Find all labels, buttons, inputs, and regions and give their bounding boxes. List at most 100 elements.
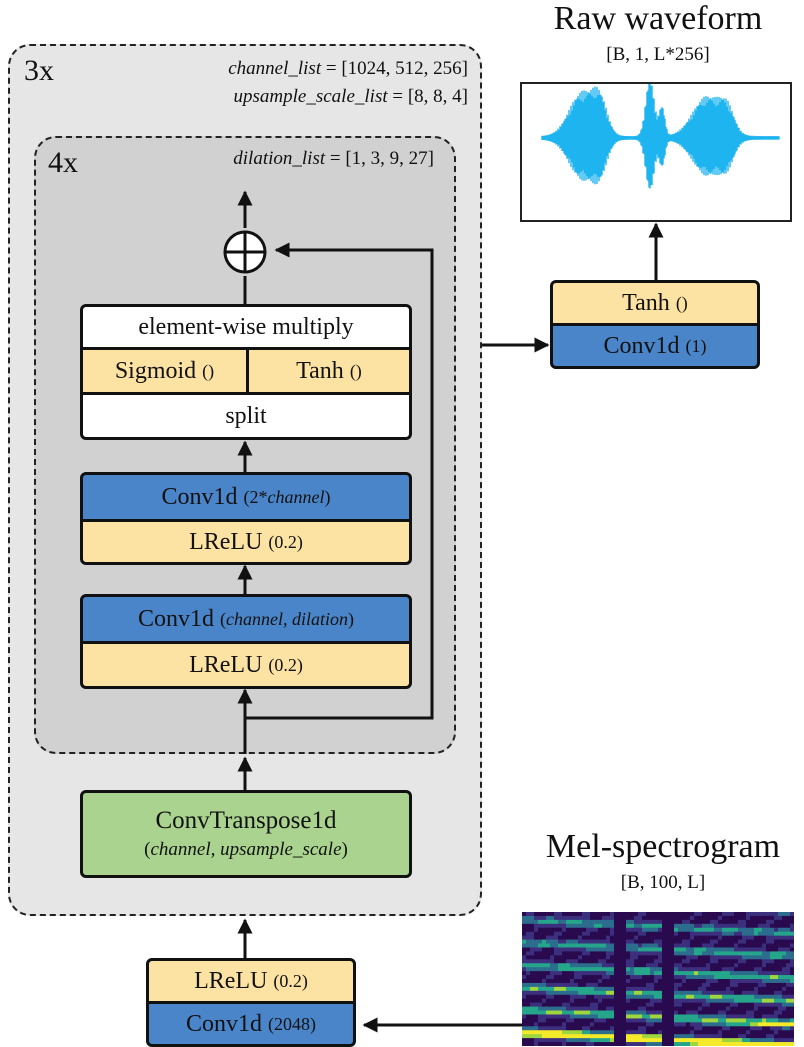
spectrogram-cell bbox=[642, 971, 647, 976]
spectrogram-cell bbox=[546, 1026, 551, 1031]
spectrogram-cell bbox=[562, 951, 567, 956]
spectrogram-cell bbox=[566, 927, 571, 933]
spectrogram-cell bbox=[630, 1010, 635, 1015]
spectrogram-cell bbox=[762, 1034, 767, 1039]
spectrogram-cell bbox=[706, 1018, 711, 1023]
spectrogram-cell bbox=[550, 912, 555, 917]
spectrogram-cell bbox=[598, 986, 603, 992]
spectrogram-cell bbox=[650, 1034, 655, 1039]
spectrogram-cell bbox=[554, 959, 559, 964]
spectrogram-cell bbox=[770, 990, 775, 996]
spectrogram-cell bbox=[570, 1042, 575, 1046]
spectrogram-cell bbox=[630, 971, 635, 976]
spectrogram-cell bbox=[746, 979, 751, 984]
spectrogram-cell bbox=[694, 986, 699, 992]
spectrogram-cell bbox=[598, 923, 603, 929]
spectrogram-cell bbox=[538, 979, 543, 984]
spectrogram-cell bbox=[762, 1030, 767, 1035]
spectrogram-cell bbox=[586, 919, 591, 925]
spectrogram-cell bbox=[754, 1042, 759, 1046]
spectrogram-cell bbox=[626, 975, 631, 980]
spectrogram-cell bbox=[642, 927, 647, 933]
spectrogram-cell bbox=[774, 927, 779, 933]
spectrogram-cell bbox=[602, 912, 607, 917]
spectrogram-cell bbox=[554, 963, 559, 968]
spectrogram-cell bbox=[574, 986, 579, 992]
spectrogram-cell bbox=[658, 923, 663, 929]
spectrogram-cell bbox=[618, 1026, 623, 1031]
spectrogram-cell bbox=[638, 955, 643, 960]
spectrogram-cell bbox=[758, 986, 763, 992]
spectrogram-cell bbox=[534, 1002, 539, 1007]
spectrogram-cell bbox=[778, 963, 783, 968]
spectrogram-cell bbox=[594, 935, 599, 940]
spectrogram-cell bbox=[594, 912, 599, 917]
conv-gate-args-prefix: (2* bbox=[243, 486, 268, 507]
spectrogram-cell bbox=[610, 927, 615, 933]
spectrogram-cell bbox=[686, 951, 691, 956]
waveform-shape: [B, 1, L*256] bbox=[606, 44, 710, 65]
spectrogram-cell bbox=[754, 935, 759, 940]
spectrogram-cell bbox=[786, 1006, 791, 1011]
spectrogram-cell bbox=[706, 963, 711, 968]
sigmoid-box: Sigmoid() bbox=[80, 347, 249, 395]
spectrogram-cell bbox=[714, 923, 719, 929]
spectrogram-cell bbox=[578, 923, 583, 929]
spectrogram-cell bbox=[614, 912, 619, 917]
spectrogram-cell bbox=[698, 923, 703, 929]
spectrogram-cell bbox=[526, 998, 531, 1004]
spectrogram-cell bbox=[730, 1038, 735, 1043]
spectrogram-cell bbox=[778, 982, 783, 988]
spectrogram-cell bbox=[658, 1030, 663, 1035]
spectrogram-cell bbox=[542, 943, 547, 948]
spectrogram-cell bbox=[770, 951, 775, 956]
spectrogram-cell bbox=[722, 1038, 727, 1043]
spectrogram-cell bbox=[714, 1026, 719, 1031]
spectrogram-cell bbox=[558, 994, 563, 1000]
spectrogram-cell bbox=[534, 1010, 539, 1015]
spectrogram-cell bbox=[602, 1014, 607, 1019]
spectrogram-cell bbox=[758, 975, 763, 980]
spectrogram-cell bbox=[570, 955, 575, 960]
spectrogram-cell bbox=[526, 923, 531, 929]
spectrogram-cell bbox=[598, 975, 603, 980]
spectrogram-cell bbox=[522, 959, 527, 964]
spectrogram-cell bbox=[546, 975, 551, 980]
spectrogram-cell bbox=[674, 923, 679, 929]
spectrogram-cell bbox=[774, 1042, 779, 1046]
spectrogram-cell bbox=[578, 943, 583, 948]
spectrogram-cell bbox=[618, 990, 623, 996]
spectrogram-cell bbox=[790, 986, 794, 992]
spectrogram-cell bbox=[742, 982, 747, 988]
spectrogram-cell bbox=[762, 1010, 767, 1015]
spectrogram-cell bbox=[782, 998, 787, 1004]
residual-skip-path bbox=[245, 242, 434, 720]
spectrogram-cell bbox=[598, 919, 603, 925]
spectrogram-cell bbox=[766, 979, 771, 984]
spectrogram-cell bbox=[666, 1022, 671, 1027]
spectrogram-cell bbox=[778, 1010, 783, 1015]
spectrogram-cell bbox=[706, 1010, 711, 1015]
spectrogram-cell bbox=[738, 967, 743, 972]
spectrogram-cell bbox=[654, 947, 659, 952]
spectrogram-cell bbox=[634, 990, 639, 996]
spectrogram-cell bbox=[578, 1014, 583, 1019]
spectrogram-cell bbox=[610, 986, 615, 992]
spectrogram-cell bbox=[618, 959, 623, 964]
spectrogram-cell bbox=[542, 963, 547, 968]
spectrogram-cell bbox=[650, 1018, 655, 1023]
spectrogram-cell bbox=[562, 1038, 567, 1043]
spectrogram-cell bbox=[546, 947, 551, 952]
spectrogram-cell bbox=[698, 1002, 703, 1007]
spectrogram-cell bbox=[714, 971, 719, 976]
spectrogram-cell bbox=[554, 1030, 559, 1035]
spectrogram-cell bbox=[654, 982, 659, 988]
spectrogram-cell bbox=[638, 994, 643, 1000]
spectrogram-cell bbox=[618, 939, 623, 944]
spectrogram-cell bbox=[690, 1026, 695, 1031]
spectrogram-cell bbox=[686, 1014, 691, 1019]
spectrogram-cell bbox=[558, 963, 563, 968]
spectrogram-cell bbox=[646, 1022, 651, 1027]
spectrogram-cell bbox=[522, 931, 527, 937]
spectrogram-cell bbox=[762, 943, 767, 948]
